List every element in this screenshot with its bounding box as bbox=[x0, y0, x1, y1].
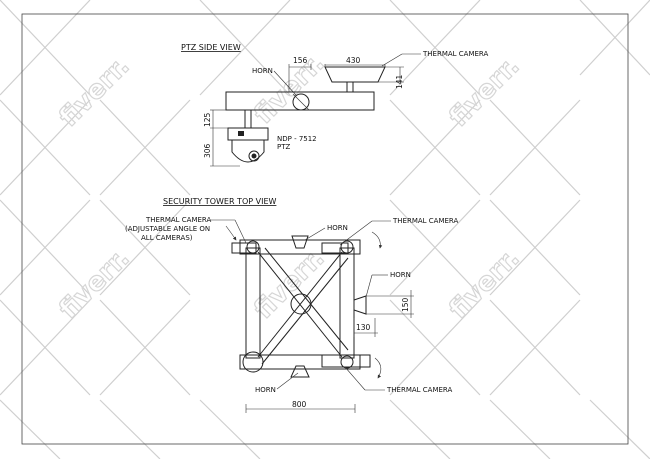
horn-bottom bbox=[290, 365, 310, 378]
ptz-type-label: PTZ bbox=[277, 143, 290, 151]
ptz-side-view: PTZ SIDE VIEW 156 430 141 bbox=[181, 43, 488, 167]
top-horn-label: HORN bbox=[327, 224, 348, 232]
thermal-note-line-3: ALL CAMERAS) bbox=[141, 234, 193, 242]
dim-thermal-height: 141 bbox=[395, 74, 404, 89]
dim-tower-width: 800 bbox=[292, 400, 307, 409]
sheet-border bbox=[21, 13, 629, 445]
dim-horn-height: 150 bbox=[401, 297, 410, 312]
thermal-camera-side bbox=[324, 66, 386, 83]
watermark-2: fiverr. bbox=[249, 48, 331, 130]
watermark-layer: fiverr. fiverr. fiverr. fiverr. fiverr. … bbox=[53, 48, 526, 326]
right-horn-label: HORN bbox=[390, 271, 411, 279]
thermal-note-line-2: (ADJUSTABLE ANGLE ON bbox=[125, 225, 210, 233]
tower-left-rail bbox=[245, 247, 261, 359]
top-view-title: SECURITY TOWER TOP VIEW bbox=[163, 197, 276, 206]
watermark-3: fiverr. bbox=[444, 51, 526, 133]
bottom-thermal-label: THERMAL CAMERA bbox=[386, 386, 452, 394]
dim-horn-width: 156 bbox=[293, 56, 308, 65]
horn-right bbox=[353, 295, 367, 315]
central-pole bbox=[290, 293, 312, 315]
horn-top bbox=[291, 235, 309, 249]
horn-shape bbox=[292, 93, 310, 111]
dim-thermal-width: 430 bbox=[346, 56, 361, 65]
watermark-6: fiverr. bbox=[444, 243, 526, 325]
ptz-model-label: NDP - 7512 bbox=[277, 135, 317, 143]
bottom-horn-label: HORN bbox=[255, 386, 276, 394]
top-thermal-label: THERMAL CAMERA bbox=[392, 217, 458, 225]
tower-bottom-rail bbox=[239, 354, 361, 370]
side-thermal-label: THERMAL CAMERA bbox=[422, 50, 488, 58]
side-view-title: PTZ SIDE VIEW bbox=[181, 43, 241, 52]
dim-arm-height: 125 bbox=[203, 112, 212, 127]
watermark-4: fiverr. bbox=[54, 243, 136, 325]
watermark-1: fiverr. bbox=[54, 51, 136, 133]
ptz-dome bbox=[231, 139, 265, 163]
dim-ptz-height: 306 bbox=[203, 143, 212, 158]
ptz-mount bbox=[227, 127, 269, 141]
dim-horn-width-top: 130 bbox=[356, 323, 371, 332]
side-horn-label: HORN bbox=[252, 67, 273, 75]
tower-top-rail bbox=[239, 239, 361, 255]
tower-top-view: SECURITY TOWER TOP VIEW 150 bbox=[125, 197, 458, 413]
thermal-note-line-1: THERMAL CAMERA bbox=[145, 216, 211, 224]
